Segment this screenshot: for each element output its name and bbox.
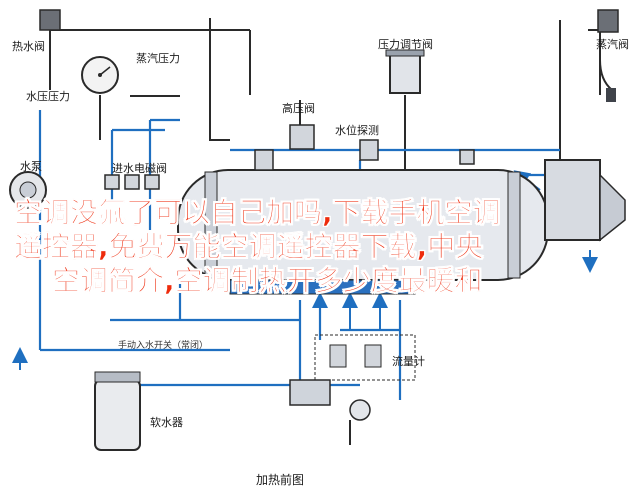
label-softener: 软水器 [150,415,183,429]
label-inlet-solenoid-valve: 进水电磁阀 [112,161,167,175]
steam-valve-body [597,9,619,102]
softener-tank [94,371,141,451]
top-valves [254,124,475,171]
overlay-line-1: 空调没氟了可以自己加吗,下载手机空调 [14,196,501,230]
label-pressure-regulator: 压力调节阀 [378,37,433,51]
dark-pipes [49,18,601,170]
bottom-pump [289,379,371,445]
diagram-caption: 加热前图 [256,472,304,487]
label-water-pump: 水泵 [20,160,42,173]
pressure-gauge [81,56,119,94]
label-flow-meter: 流量计 [392,354,425,368]
overlay-line-3: 空调简介,空调制热开多少度最暖和 [52,264,483,298]
water-pump-body [9,171,47,209]
label-steam-valve: 蒸汽阀 [596,37,629,51]
label-water-pressure: 水压压力 [26,90,70,103]
overlay-line-2: 遥控器,免费万能空调遥控器下载,中央 [14,230,484,264]
label-water-level-probe: 水位探测 [335,123,379,137]
label-high-pressure-valve: 高压阀 [282,101,315,115]
solenoid-valves [104,174,160,190]
regulator-valve [385,49,425,94]
burner-housing [544,159,626,242]
label-hot-water-valve: 热水阀 [12,39,45,53]
flow-meter-box [314,334,416,381]
label-steam-pressure: 蒸汽压力 [136,51,180,65]
hot-water-valve [39,9,61,31]
boiler-tank [177,169,549,295]
label-manual-inlet-switch: 手动入水开关（常闭） [118,339,208,351]
